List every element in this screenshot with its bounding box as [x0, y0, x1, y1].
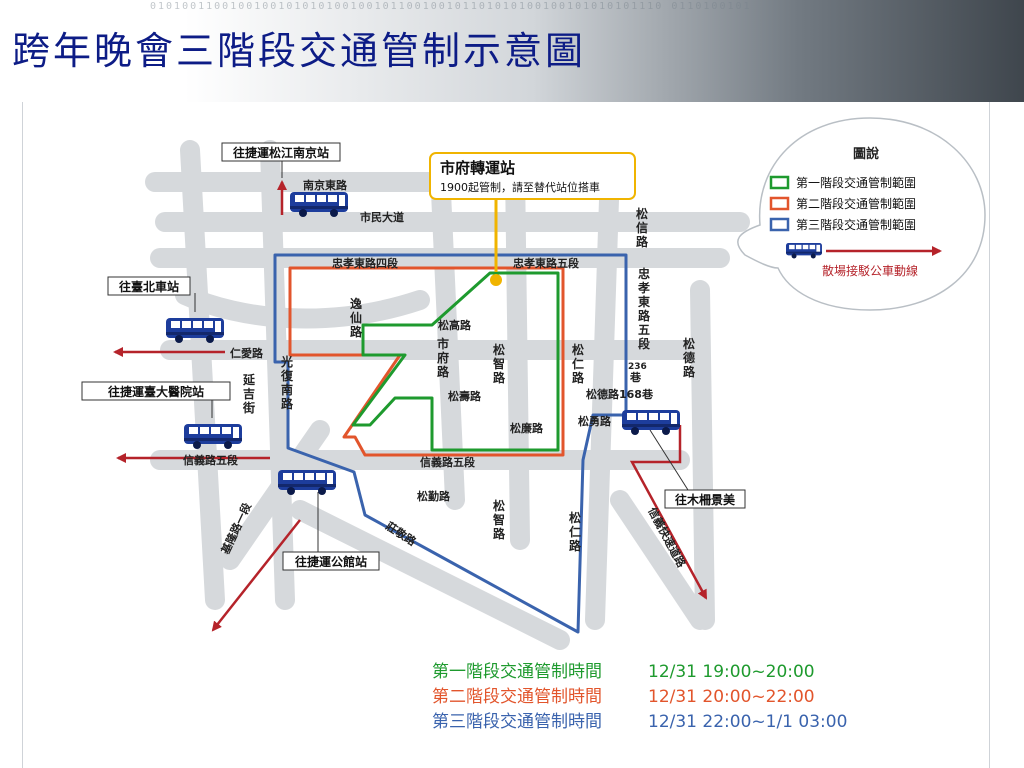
legend-swatch-stage3: [769, 217, 790, 232]
map-frame: [22, 102, 990, 768]
street-label-vertical: 市府路: [437, 336, 450, 379]
route-to-gongguan: [211, 519, 301, 632]
destination-box: 往捷運松江南京站: [221, 142, 341, 162]
schedule-stage-label: 第一階段交通管制時間: [432, 662, 602, 682]
destination-label: 往臺北車站: [119, 279, 179, 294]
street-label: 南京東路: [303, 178, 348, 192]
street-label: 松廉路: [510, 421, 544, 435]
street-label-vertical: 松智路: [492, 342, 506, 385]
schedule-time: 12/31 19:00~20:00: [648, 662, 815, 682]
street-label-vertical: 逸仙路: [350, 296, 363, 339]
street-label: 松勤路: [417, 489, 451, 503]
control-schedule: 第一階段交通管制時間 12/31 19:00~20:00 第二階段交通管制時間 12/…: [432, 660, 992, 735]
schedule-row: 第三階段交通管制時間 12/31 22:00~1/1 03:00: [432, 710, 992, 735]
schedule-time: 12/31 20:00~22:00: [648, 687, 815, 707]
transfer-station-callout: 市府轉運站 1900起管制，請至替代站位搭車: [429, 152, 636, 200]
lane-number: 236: [628, 362, 647, 372]
street-label: 信義路五段: [183, 453, 238, 467]
street-label: 松高路: [438, 318, 472, 332]
road-network-background: [145, 140, 750, 650]
route-to-muzha: [629, 425, 708, 600]
street-label: 信義路五段: [420, 455, 475, 469]
legend-swatch-stage1: [769, 175, 790, 190]
destination-label: 往捷運臺大醫院站: [108, 384, 204, 399]
transfer-station-marker: [490, 274, 502, 286]
street-label: 忠孝東路四段: [332, 256, 398, 270]
street-label-vertical: 松仁路: [572, 342, 585, 385]
street-label-vertical: 松信路: [636, 206, 649, 249]
street-label: 市民大道: [360, 210, 404, 224]
legend-swatch-stage2: [769, 196, 790, 211]
legend-label-bus-route: 散場接駁公車動線: [822, 263, 918, 278]
legend-label-stage1: 第一階段交通管制範圍: [796, 175, 916, 190]
slide-header: 0101001100100100101010100100101100100101…: [0, 0, 1024, 102]
street-label-vertical: 忠孝東路五段: [637, 266, 651, 351]
destination-box: 往捷運公館站: [282, 551, 380, 571]
binary-decoration: 0101001100100100101010100100101100100101…: [150, 2, 750, 12]
destination-label: 往木柵景美: [675, 492, 736, 507]
street-label-vertical: 光復南路: [280, 354, 294, 411]
bus-routes: [113, 180, 708, 632]
legend-label-stage2: 第二階段交通管制範圍: [796, 196, 916, 211]
schedule-stage-label: 第三階段交通管制時間: [432, 712, 602, 732]
destination-box: 往臺北車站: [107, 276, 191, 296]
schedule-time: 12/31 22:00~1/1 03:00: [648, 712, 848, 732]
schedule-stage-label: 第二階段交通管制時間: [432, 687, 602, 707]
destination-label: 往捷運公館站: [295, 554, 367, 569]
street-label: 忠孝東路五段: [513, 256, 579, 270]
page-title: 跨年晚會三階段交通管制示意圖: [12, 29, 587, 73]
destination-box: 往木柵景美: [664, 489, 746, 509]
schedule-row: 第二階段交通管制時間 12/31 20:00~22:00: [432, 685, 992, 710]
street-label: 仁愛路: [230, 346, 264, 360]
schedule-row: 第一階段交通管制時間 12/31 19:00~20:00: [432, 660, 992, 685]
destination-box: 往捷運臺大醫院站: [81, 381, 231, 401]
street-label-vertical: 松智路: [492, 498, 506, 541]
leader-lines: [194, 160, 689, 552]
lane-char: 巷: [629, 370, 642, 384]
street-label: 松德路168巷: [586, 387, 654, 401]
destination-label: 往捷運松江南京站: [233, 145, 329, 160]
street-label-vertical: 松仁路: [569, 510, 582, 553]
legend-title: 圖說: [853, 146, 879, 162]
legend-label-stage3: 第三階段交通管制範圍: [796, 217, 916, 232]
callout-note: 1900起管制，請至替代站位搭車: [440, 180, 600, 194]
street-label-vertical: 松德路: [683, 336, 696, 379]
street-label: 松勇路: [578, 414, 612, 428]
street-label-vertical: 延吉街: [242, 372, 256, 415]
legend: 圖說 第一階段交通管制範圍 第二階段交通管制範圍 第三階段交通管制範圍 散場接駁…: [737, 117, 986, 311]
stage2-zone-boundary: [288, 266, 565, 457]
callout-title: 市府轉運站: [440, 159, 515, 177]
street-label: 松壽路: [448, 389, 482, 403]
stage1-zone-boundary: [351, 271, 560, 452]
